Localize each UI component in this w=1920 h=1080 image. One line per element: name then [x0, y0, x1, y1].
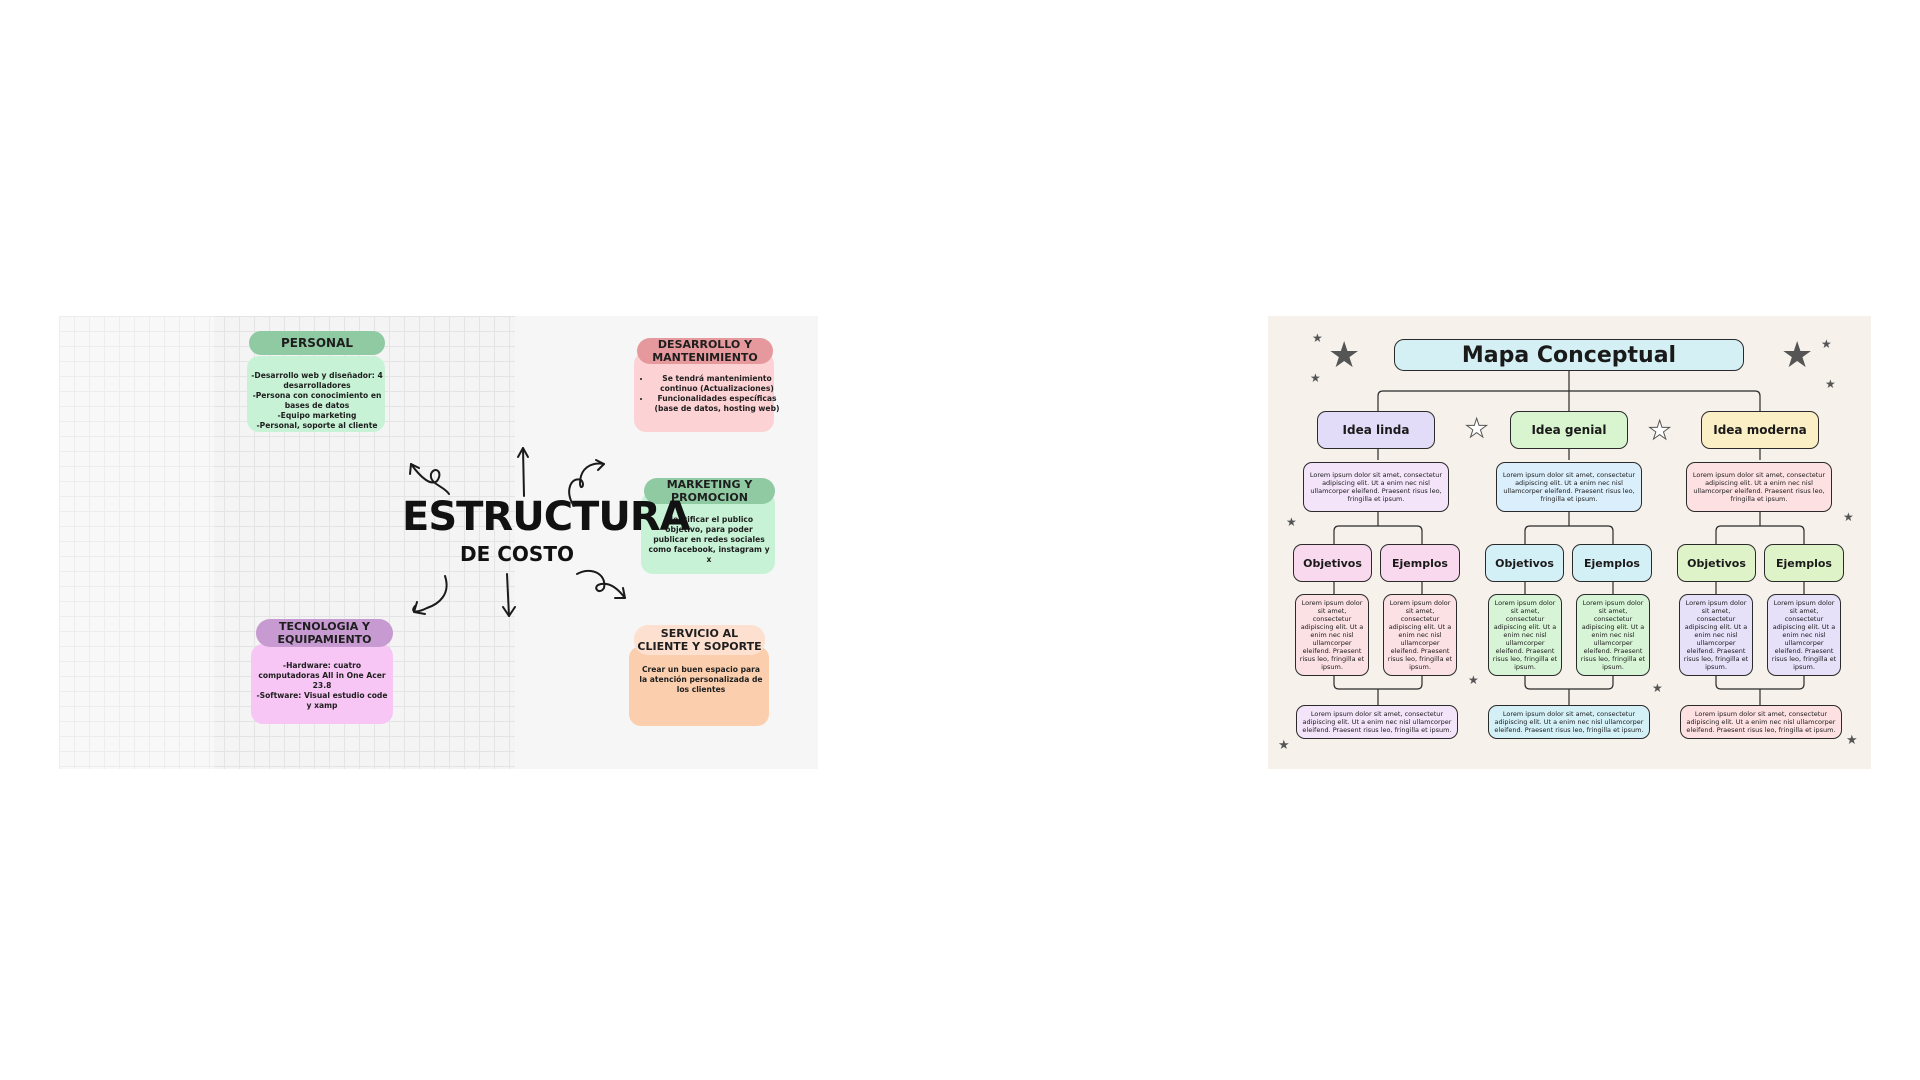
bottom-text-box: Lorem ipsum dolor sit amet, consectetur …: [1488, 705, 1650, 739]
objetivos-node: Objetivos: [1485, 544, 1564, 582]
arrow-up-icon: [522, 447, 525, 497]
star-icon: ★: [1312, 331, 1323, 345]
personal-body: -Desarrollo web y diseñador: 4 desarroll…: [251, 371, 383, 430]
desarrollo-card: [634, 352, 774, 432]
arrow-up-right-icon: [568, 462, 605, 507]
star-icon: ★: [1652, 681, 1663, 695]
star-icon: ★: [1286, 515, 1297, 529]
servicio-heading: SERVICIO AL CLIENTE Y SOPORTE: [634, 625, 765, 655]
idea-description: Lorem ipsum dolor sit amet, consectetur …: [1303, 462, 1449, 512]
ejemplos-node: Ejemplos: [1572, 544, 1652, 582]
text-box: Lorem ipsum dolor sit amet, consectetur …: [1576, 594, 1650, 676]
arrow-up-left-icon: [410, 463, 450, 495]
objetivos-node: Objetivos: [1293, 544, 1372, 582]
text-box: Lorem ipsum dolor sit amet, consectetur …: [1295, 594, 1369, 676]
star-icon: ★: [1310, 371, 1321, 385]
arrow-right-icon: [576, 569, 626, 599]
desarrollo-item: Se tendrá mantenimiento continuo (Actual…: [651, 374, 783, 394]
objetivos-node: Objetivos: [1677, 544, 1756, 582]
star-icon: ★: [1821, 337, 1832, 351]
slide-subtitle: DE COSTO: [460, 542, 574, 566]
star-icon: ★: [1781, 335, 1814, 376]
slide-thumbnail-mapa-conceptual[interactable]: Mapa Conceptual Idea linda Idea genial I…: [1268, 316, 1871, 769]
text-box: Lorem ipsum dolor sit amet, consectetur …: [1488, 594, 1562, 676]
star-icon: ★: [1647, 416, 1672, 446]
map-title: Mapa Conceptual: [1394, 339, 1744, 371]
tecnologia-body: -Hardware: cuatro computadoras All in On…: [256, 661, 388, 710]
star-icon: ★: [1468, 673, 1479, 687]
tecnologia-heading: TECNOLOGIA Y EQUIPAMIENTO: [256, 619, 393, 647]
grid-shade: [59, 316, 214, 769]
star-icon: ★: [1825, 377, 1836, 391]
desarrollo-item: Funcionalidades específicas (base de dat…: [651, 394, 783, 414]
arrow-down-icon: [506, 573, 510, 617]
idea-node: Idea linda: [1317, 411, 1435, 449]
star-icon: ★: [1328, 335, 1361, 376]
idea-node: Idea moderna: [1701, 411, 1819, 449]
star-icon: ★: [1278, 738, 1290, 753]
bottom-text-box: Lorem ipsum dolor sit amet, consectetur …: [1680, 705, 1842, 739]
ejemplos-node: Ejemplos: [1764, 544, 1844, 582]
text-box: Lorem ipsum dolor sit amet, consectetur …: [1383, 594, 1457, 676]
tecnologia-card: [251, 644, 393, 724]
slide-thumbnail-estructura-costo[interactable]: PERSONAL -Desarrollo web y diseñador: 4 …: [59, 316, 818, 769]
connector-lines: [1333, 371, 1805, 705]
servicio-card: [629, 646, 769, 726]
star-icon: ★: [1464, 414, 1489, 444]
servicio-body: Crear un buen espacio para la atención p…: [639, 665, 763, 694]
idea-description: Lorem ipsum dolor sit amet, consectetur …: [1496, 462, 1642, 512]
text-box: Lorem ipsum dolor sit amet, consectetur …: [1767, 594, 1841, 676]
text-box: Lorem ipsum dolor sit amet, consectetur …: [1679, 594, 1753, 676]
marketing-body: Identificar el publico objetivo, para po…: [648, 515, 770, 564]
bottom-text-box: Lorem ipsum dolor sit amet, consectetur …: [1296, 705, 1458, 739]
idea-node: Idea genial: [1510, 411, 1628, 449]
star-icon: ★: [1846, 733, 1858, 748]
marketing-heading: MARKETING Y PROMOCION: [644, 478, 775, 504]
desarrollo-list: Se tendrá mantenimiento continuo (Actual…: [639, 374, 783, 414]
ejemplos-node: Ejemplos: [1380, 544, 1460, 582]
personal-heading: PERSONAL: [249, 331, 385, 355]
idea-description: Lorem ipsum dolor sit amet, consectetur …: [1686, 462, 1832, 512]
desarrollo-heading: DESARROLLO Y MANTENIMIENTO: [637, 338, 773, 364]
star-icon: ★: [1843, 510, 1854, 524]
arrow-down-left-icon: [412, 575, 448, 613]
curly-arrows: [409, 447, 626, 617]
marketing-card: [641, 492, 775, 574]
personal-card: [247, 356, 385, 432]
